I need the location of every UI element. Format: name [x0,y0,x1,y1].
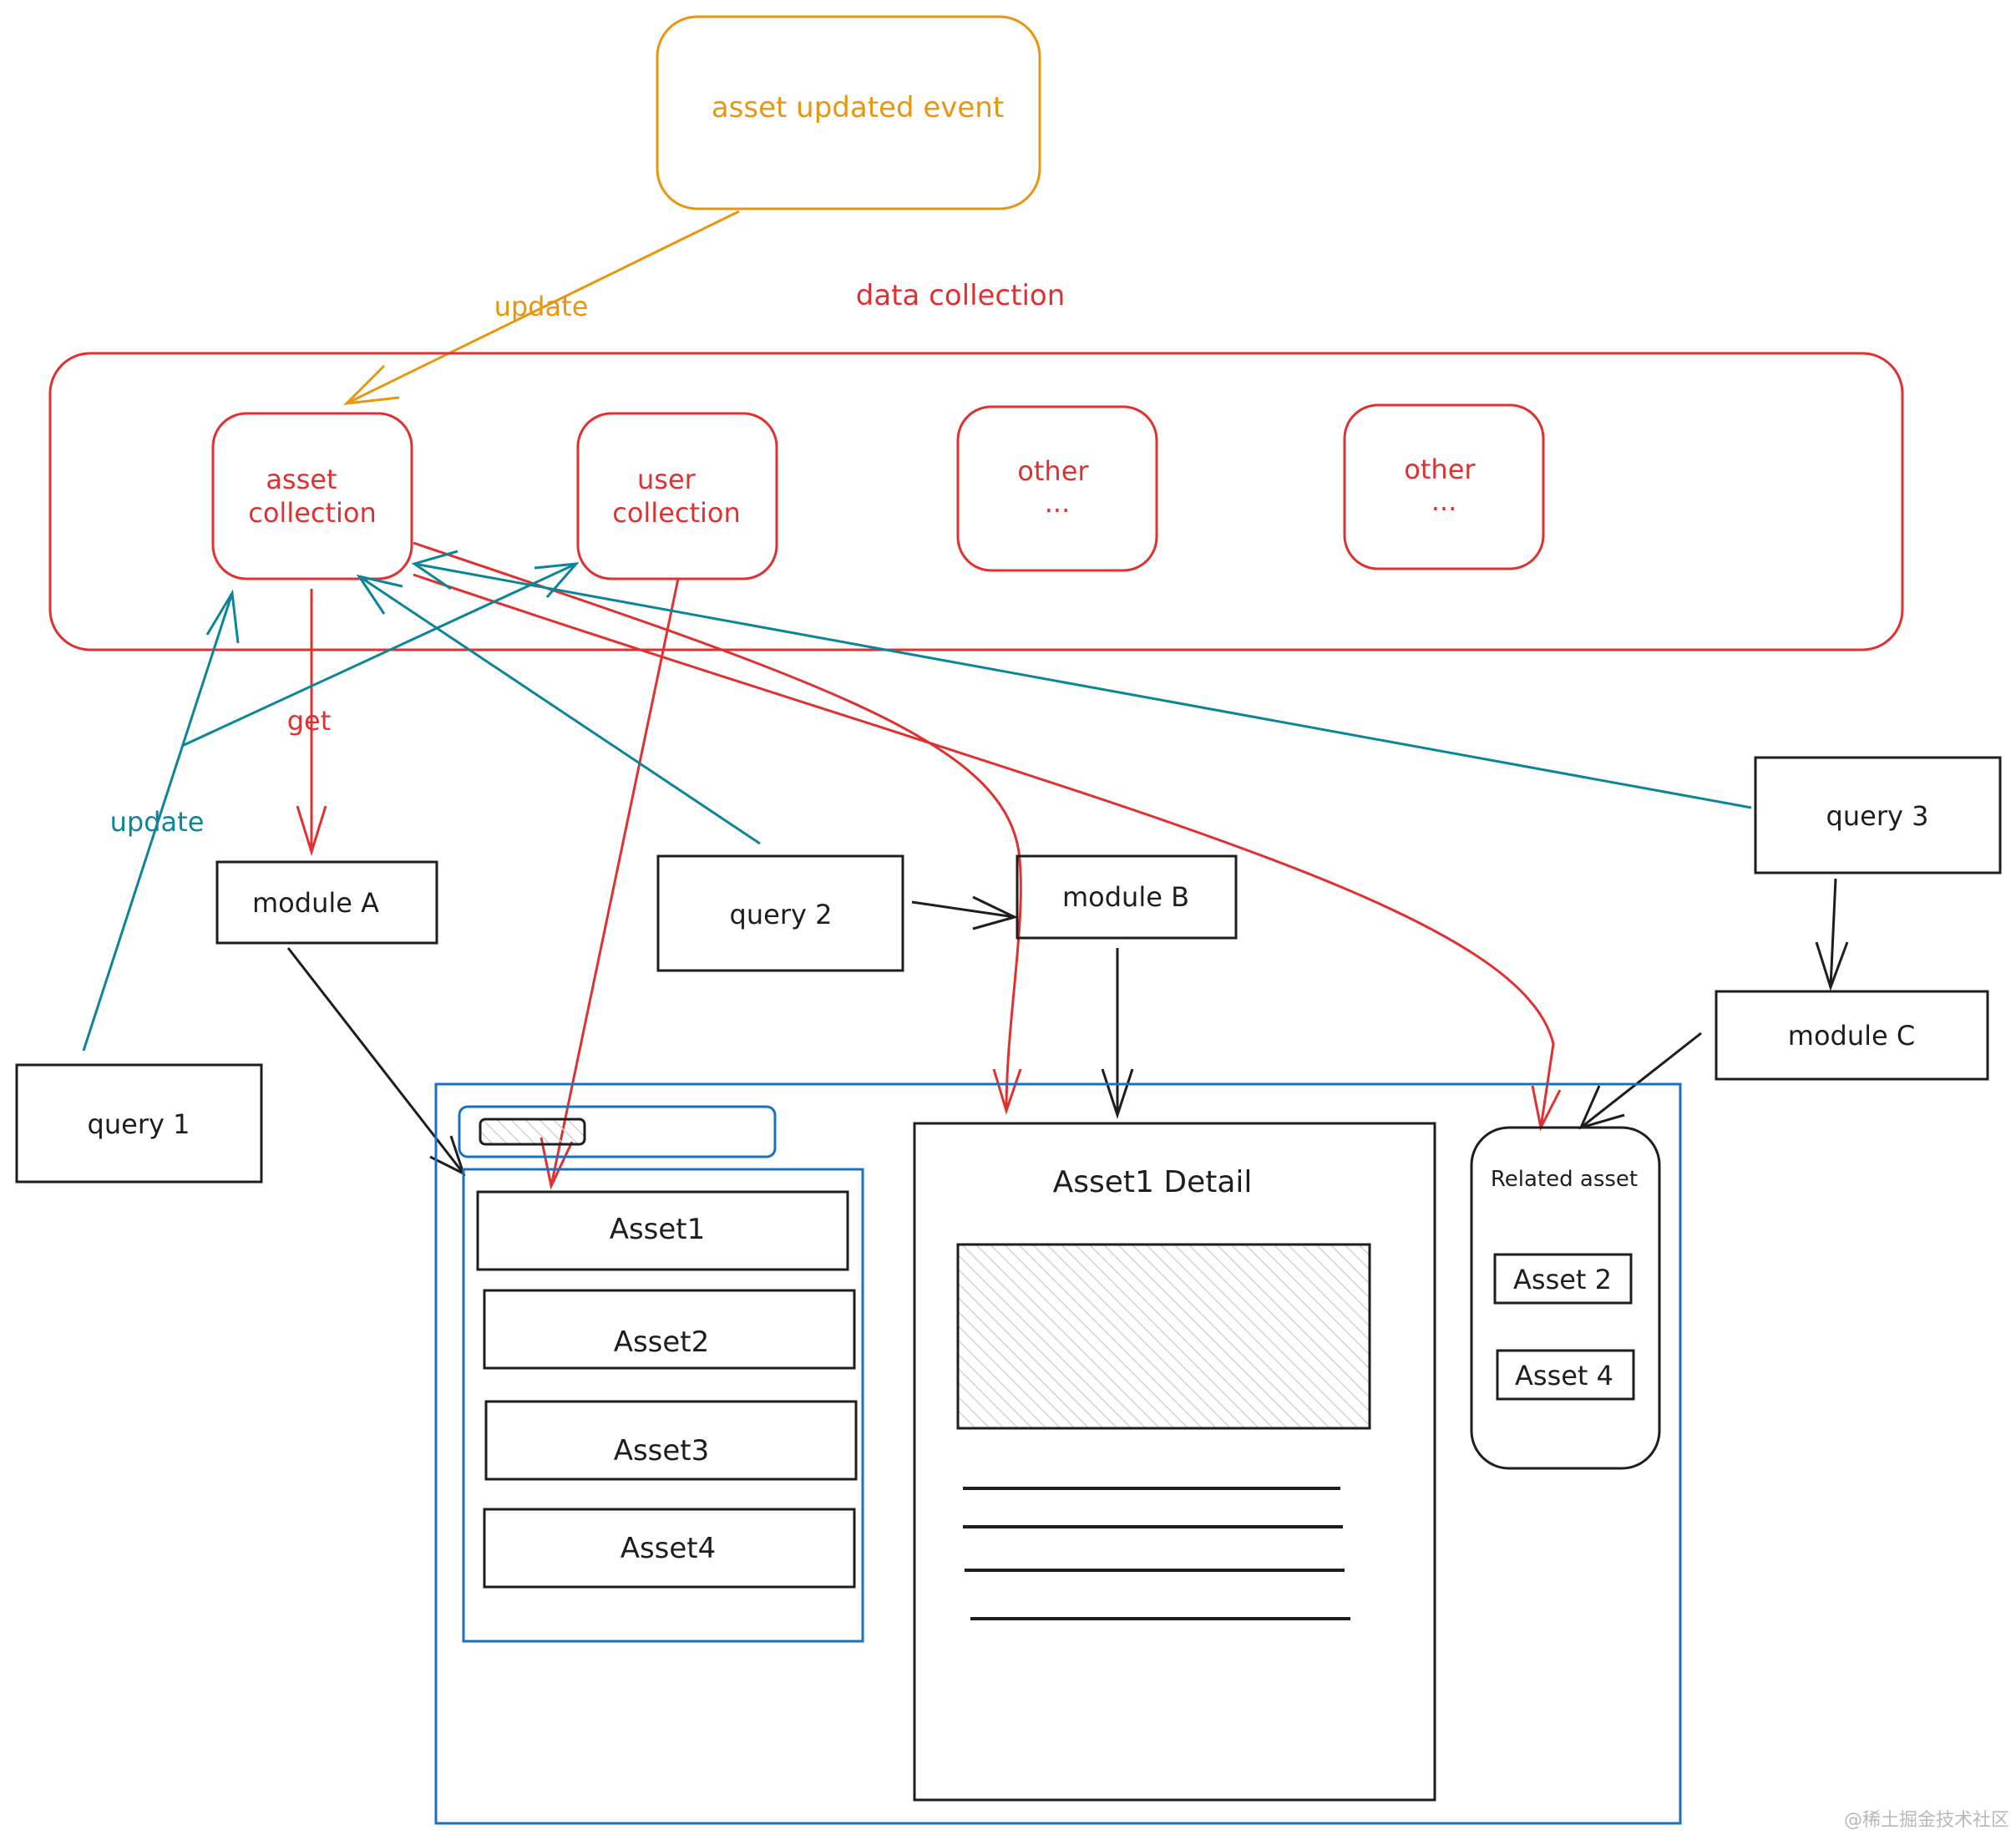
query1-update-label: update [110,806,205,838]
asset-detail-title: Asset1 Detail [1053,1165,1253,1199]
related-asset-label: Asset 4 [1515,1360,1613,1391]
get-arrow-module-a: get [287,589,332,857]
data-collection-title: data collection [856,279,1066,312]
watermark: @稀土掘金技术社区 [1843,1810,2009,1831]
asset-collection-to-related-arrow [413,573,1562,1132]
related-asset-panel: Related asset Asset 2 Asset 4 [1470,1126,1661,1470]
module-b-to-detail-arrow [1101,948,1134,1119]
event-update-arrow: update [342,210,740,405]
related-asset-label: Asset 2 [1513,1264,1612,1295]
ui-wireframe-frame [434,1082,1682,1825]
search-bar[interactable] [458,1105,777,1158]
query-2-node: query 2 [656,854,904,972]
query-2-label: query 2 [730,899,833,930]
module-b-label: module B [1062,881,1189,913]
query2-to-module-b-arrow [911,895,1019,930]
module-c-node: module C [1715,990,1989,1081]
related-asset-item[interactable]: Asset 4 [1496,1349,1635,1401]
list-item[interactable]: Asset2 [483,1289,856,1370]
asset-collection-node: asset collection [211,412,413,580]
asset-updated-event-node: asset updated event [656,15,1041,210]
svg-text:other ...: other ... [1017,455,1097,519]
list-item-label: Asset1 [610,1213,706,1246]
other-collection-node-2: other ... [1343,403,1545,570]
module-a-node: module A [215,860,438,945]
list-item[interactable]: Asset3 [484,1400,858,1481]
asset-collection-line2: collection [248,497,377,529]
query-1-node: query 1 [15,1063,263,1184]
data-collection-container [48,352,1904,651]
query1-to-user-collection-arrow [181,562,580,748]
other-collection-2-line1: other [1404,454,1476,485]
other-collection-1-line1: other [1017,455,1089,487]
module-c-to-related-arrow [1578,1032,1702,1130]
related-asset-item[interactable]: Asset 2 [1493,1253,1633,1305]
query3-to-module-c-arrow [1815,878,1849,991]
list-item-label: Asset3 [614,1434,710,1467]
asset-updated-event-label: asset updated event [712,91,1004,124]
other-collection-2-line2: ... [1431,485,1457,517]
asset-collection-line1: asset [266,464,337,495]
query2-update-arrow [356,574,761,845]
query-3-label: query 3 [1826,800,1929,832]
list-item-label: Asset4 [621,1532,717,1565]
svg-text:asset collection: asset collection [248,464,377,529]
list-item[interactable]: Asset1 [476,1190,849,1271]
user-collection-line1: user [637,464,696,495]
other-collection-node-1: other ... [956,405,1158,572]
asset-collection-to-detail-arrow [413,541,1022,1115]
user-collection-node: user collection [576,412,778,580]
query-3-node: query 3 [1754,756,2002,874]
query3-update-arrow [411,550,1752,809]
get-label: get [287,705,332,737]
detail-image-placeholder [956,1243,1371,1430]
svg-text:user collection: user collection [612,464,741,529]
module-c-label: module C [1788,1020,1915,1052]
list-item[interactable]: Asset4 [483,1508,856,1589]
related-asset-title: Related asset [1491,1167,1638,1192]
module-b-node: module B [1016,854,1238,940]
svg-text:other ...: other ... [1404,454,1483,517]
query-1-label: query 1 [88,1108,190,1140]
asset-detail-panel: Asset1 Detail [913,1122,1436,1802]
event-update-label: update [494,291,589,322]
other-collection-1-line2: ... [1045,487,1071,519]
asset-list-panel [462,1168,864,1643]
user-collection-line2: collection [612,497,741,529]
module-a-label: module A [252,887,379,919]
query1-update-arrow: update [82,589,240,1052]
list-item-label: Asset2 [614,1326,710,1359]
